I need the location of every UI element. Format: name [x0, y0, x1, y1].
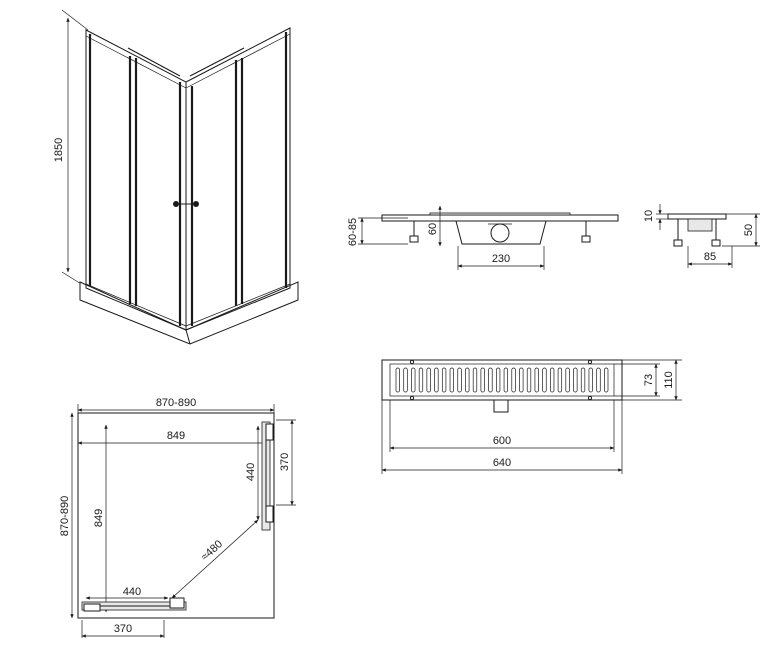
side-door-label: 370 [279, 453, 291, 471]
adjust-height-label: 60-85 [347, 218, 359, 246]
overall-width-label: 870-890 [156, 397, 196, 409]
plan-outline [77, 412, 275, 619]
total-width-dimension: 110 [622, 359, 682, 401]
grate-slot [588, 367, 593, 393]
end-height-dimension: 50 [722, 213, 760, 247]
total-length-label: 640 [493, 457, 511, 469]
inner-depth-dimension: 849 [93, 424, 108, 613]
drain-grate [389, 363, 615, 397]
body-width-label: 230 [492, 253, 510, 265]
shower-tray [79, 281, 299, 345]
door-handles [173, 201, 199, 207]
drain-end-view: 10 50 85 [643, 204, 760, 268]
grate-slot [526, 367, 532, 393]
bottom-door-assembly: 440 370 [81, 586, 187, 638]
total-width-label: 110 [663, 371, 675, 389]
grate-slot [573, 367, 578, 393]
grate-slot [550, 367, 555, 393]
grate-slot [472, 367, 478, 393]
grate-slot [457, 367, 462, 393]
inner-width-label: 849 [167, 430, 185, 442]
grate-slot [395, 367, 400, 393]
grate-slot [411, 367, 416, 393]
side-opening-label: 440 [245, 463, 257, 481]
overall-depth-label: 870-890 [59, 496, 71, 536]
right-panel [185, 27, 291, 331]
grate-slot [434, 367, 439, 393]
shower-enclosure-elevation: 1850 [53, 9, 299, 345]
end-width-label: 85 [704, 251, 716, 263]
grate-length-dimension: 600 [389, 400, 615, 452]
grate-slot [495, 367, 501, 393]
grate-slot [542, 367, 547, 393]
diagonal-label: ≈480 [199, 538, 225, 563]
grate-width-dimension: 73 [614, 363, 660, 397]
overall-width-dimension: 870-890 [77, 397, 275, 413]
grate-slot [403, 367, 408, 393]
grate-slots [395, 367, 609, 393]
drain-top-view: 73 110 600 640 [381, 359, 682, 474]
overall-depth-dimension: 870-890 [59, 412, 74, 619]
bottom-door-label: 370 [114, 623, 132, 635]
adjust-height-dimension: 60-85 [347, 217, 408, 246]
grate-slot [534, 367, 539, 393]
grate-width-label: 73 [643, 374, 655, 386]
diagonal-dimension: ≈480 [171, 519, 259, 599]
drain-outlet [493, 399, 509, 413]
left-panel [85, 29, 187, 331]
grate-length-label: 600 [493, 435, 511, 447]
grate-slot [449, 367, 454, 393]
grate-slot [511, 367, 516, 393]
grate-slot [604, 367, 609, 393]
grate-slot [426, 367, 431, 393]
grate-slot [480, 367, 485, 393]
drain-feet [409, 221, 591, 243]
end-width-dimension: 85 [687, 246, 733, 268]
depth-dimension: 60 [427, 205, 442, 247]
grate-slot [441, 367, 447, 393]
bottom-opening-label: 440 [123, 586, 141, 598]
drain-side-section: 60-85 60 230 [347, 205, 619, 270]
height-label: 1850 [53, 138, 65, 162]
grate-slot [519, 367, 524, 393]
lip-label: 10 [643, 210, 655, 222]
grate-slot [418, 367, 424, 393]
lip-dimension: 10 [643, 204, 668, 230]
inner-width-dimension: 849 [77, 430, 267, 445]
grate-slot [596, 367, 601, 393]
grate-slot [580, 367, 586, 393]
inner-depth-label: 849 [93, 509, 105, 527]
plan-view: 870-890 849 870-890 849 370 4 [59, 397, 296, 638]
grate-slot [565, 367, 570, 393]
height-dimension: 1850 [53, 9, 89, 288]
grate-slot [488, 367, 493, 393]
body-width-dimension: 230 [457, 246, 545, 270]
depth-label: 60 [427, 223, 439, 235]
grate-slot [557, 367, 563, 393]
grate-slot [465, 367, 470, 393]
end-height-label: 50 [743, 224, 755, 236]
drain-frame [381, 359, 623, 401]
right-door-assembly: 370 440 [245, 419, 296, 531]
grate-slot [503, 367, 509, 393]
total-length-dimension: 640 [381, 400, 623, 474]
